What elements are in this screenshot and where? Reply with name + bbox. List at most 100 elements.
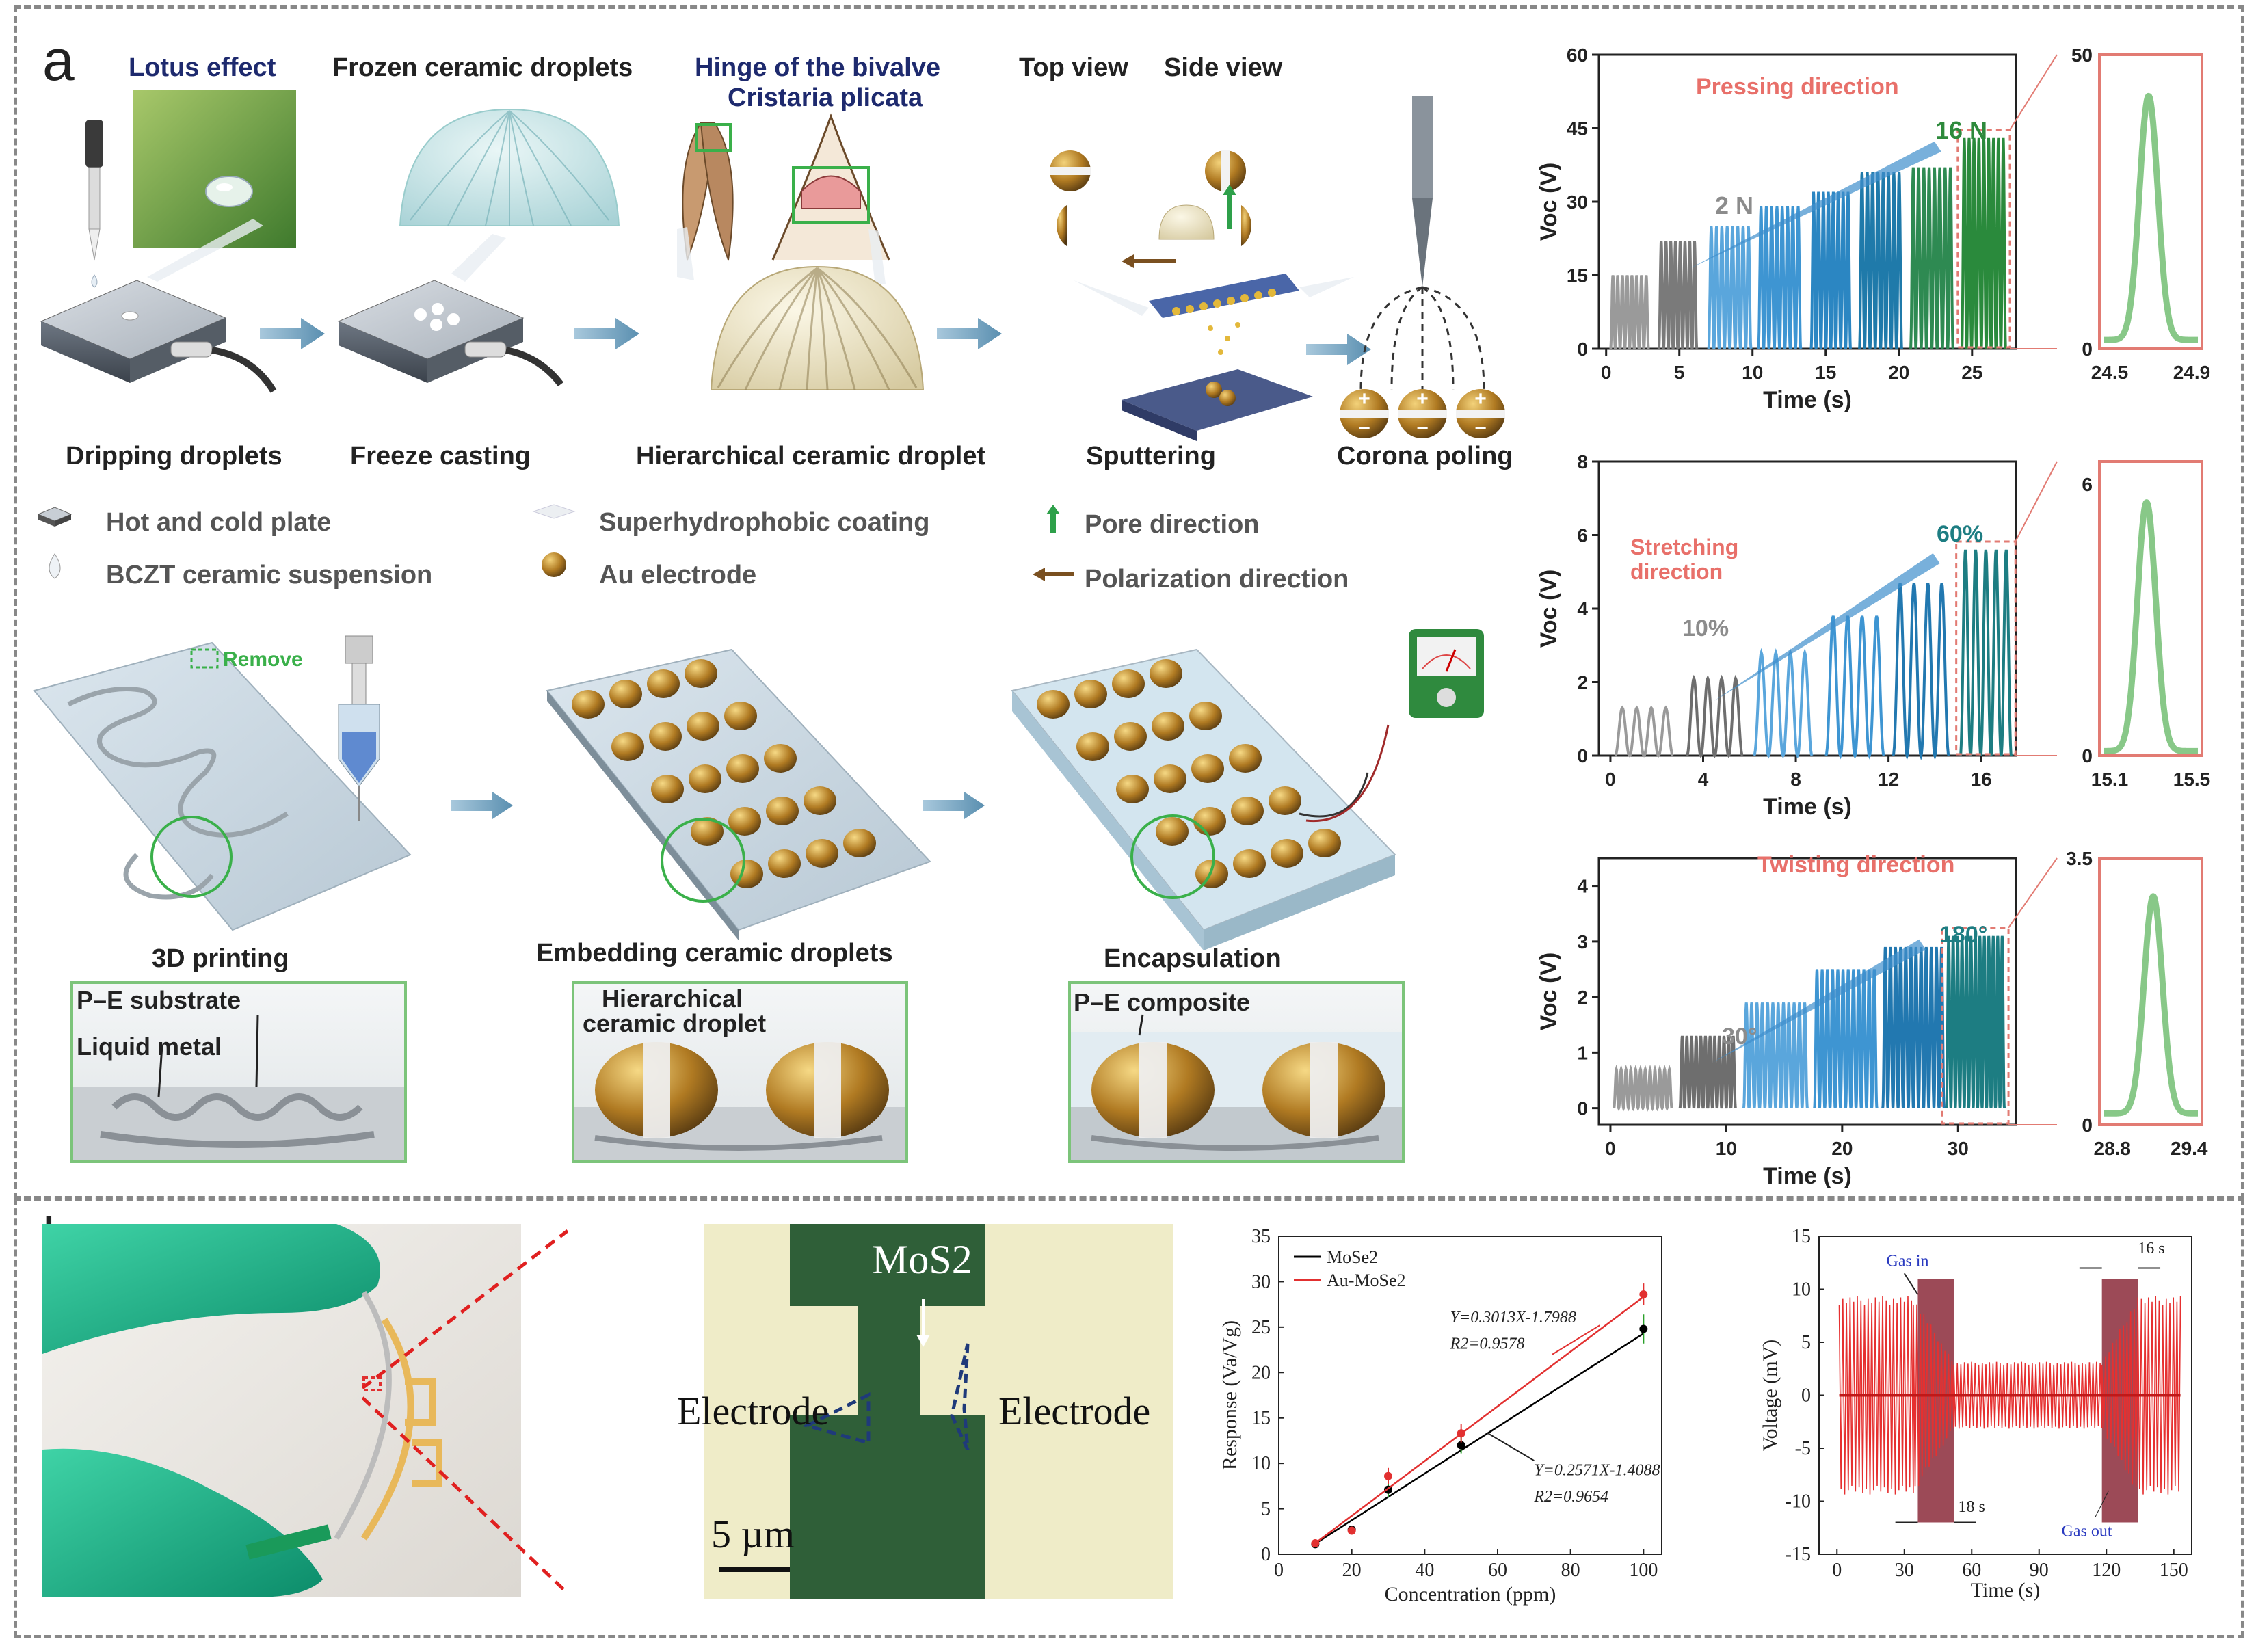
embedded-droplet: [1116, 775, 1149, 803]
x-tick-label: 100: [1629, 1560, 1658, 1581]
step-freeze-casting: Freeze casting: [350, 442, 531, 470]
pressing-start-label: 2 N: [1715, 191, 1754, 219]
embedded-droplet: [1191, 754, 1224, 783]
y-tick-label: 5: [1801, 1332, 1811, 1353]
fabrication-illustration: [33, 629, 1484, 950]
step-corona-poling: Corona poling: [1337, 442, 1513, 470]
voltage-series-4: [1824, 615, 1885, 760]
embedded-droplet: [766, 797, 799, 825]
y-tick-label: 6: [1577, 525, 1588, 546]
voltage-series-5: [1881, 946, 1946, 1108]
embedded-droplet: [806, 839, 838, 868]
zoom-x-tick-label: 15.1: [2091, 769, 2129, 790]
step-sputtering: Sputtering: [1086, 442, 1216, 470]
y-tick-label: 60: [1567, 44, 1588, 66]
data-point: [1347, 1526, 1356, 1535]
liquid-metal-label: Liquid metal: [77, 1032, 222, 1061]
voltage-series-6: [1959, 549, 2013, 756]
y-axis-label: Response (Va/Vg): [1219, 1320, 1241, 1470]
y-tick-label: 5: [1261, 1499, 1271, 1520]
x-axis-label: Time (s): [1763, 387, 1852, 413]
x-axis-label: Time (s): [1763, 794, 1852, 820]
x-tick-label: 20: [1342, 1560, 1362, 1581]
y-axis-label: Voc (V): [1536, 163, 1562, 241]
data-point: [1384, 1471, 1392, 1480]
bivalve-hinge-illustration: [682, 113, 890, 261]
flexible-sensor-photo: [42, 1224, 521, 1597]
mos2-micrograph: [704, 1224, 1173, 1599]
embedded-droplet: [649, 722, 682, 751]
hot-cold-plate-2: [337, 280, 563, 387]
voltage-series-2: [1657, 241, 1699, 349]
embedded-droplet: [764, 744, 797, 773]
y-tick-label: -5: [1795, 1438, 1811, 1459]
embedded-droplet: [1114, 722, 1147, 751]
legend-icons: [37, 504, 1074, 581]
voltage-series-3: [1707, 226, 1753, 349]
embedded-droplet: [1233, 849, 1266, 878]
embedded-droplet: [1074, 680, 1107, 708]
y-axis-label: Voc (V): [1536, 952, 1562, 1031]
step-hierarchical-droplet: Hierarchical ceramic droplet: [636, 442, 986, 470]
embedded-droplet: [728, 807, 761, 836]
embedded-droplet: [1231, 797, 1264, 825]
voltmeter-icon: [1409, 629, 1484, 718]
panel-a-letter: a: [42, 28, 75, 92]
zoom-y-tick-label: 6: [2082, 474, 2093, 495]
voltage-series-1: [1609, 275, 1650, 349]
legend-hot-cold: Hot and cold plate: [106, 508, 332, 537]
x-tick-label: 120: [2092, 1560, 2121, 1581]
poled-droplets: + + + − − −: [1340, 388, 1505, 440]
y-tick-label: 4: [1577, 876, 1588, 897]
fit-line-2: [1314, 1296, 1645, 1544]
embedded-droplet: [1037, 690, 1070, 719]
y-tick-label: 8: [1577, 451, 1588, 472]
stretching-direction-label-1: Stretching: [1630, 535, 1739, 559]
voltage-series-5: [1809, 191, 1853, 349]
zoom-x-tick-label: 15.5: [2173, 769, 2211, 790]
side-view-title: Side view: [1164, 53, 1283, 82]
stretching-end-label: 60%: [1937, 521, 1984, 547]
pipette-icon: [85, 120, 103, 288]
voltage-series-1: [1613, 1064, 1673, 1112]
zoom-x-tick-label: 28.8: [2094, 1138, 2132, 1159]
y-tick-label: 30: [1567, 191, 1588, 213]
zoom-connector-top: [2009, 54, 2058, 131]
x-tick-label: 25: [1961, 362, 1982, 383]
y-tick-label: 0: [1261, 1544, 1271, 1565]
y-tick-label: 15: [1567, 265, 1588, 287]
zoom-x-tick-label: 24.9: [2173, 362, 2211, 383]
y-tick-label: 0: [1577, 338, 1588, 360]
plot-frame: [1597, 857, 2017, 1126]
duration-16s-label: 16 s: [2138, 1240, 2164, 1257]
x-tick-label: 40: [1415, 1560, 1434, 1581]
svg-text:+: +: [1416, 388, 1429, 410]
pressing-direction-label: Pressing direction: [1696, 74, 1899, 100]
legend-superhydrophobic: Superhydrophobic coating: [599, 508, 930, 537]
panel-b-frame: [14, 1198, 2244, 1638]
twisting-end-label: 180°: [1939, 922, 1988, 948]
voltage-series-3: [1753, 648, 1814, 759]
pe-composite-label: P–E composite: [1074, 988, 1251, 1016]
y-tick-label: -15: [1786, 1544, 1811, 1565]
x-tick-label: 30: [1895, 1560, 1914, 1581]
embedded-droplet: [1271, 839, 1303, 868]
frozen-droplets-title: Frozen ceramic droplets: [332, 53, 633, 82]
x-tick-label: 0: [1832, 1560, 1842, 1581]
plot-frame: [1278, 1236, 1662, 1555]
trend-arrow: [1689, 141, 1941, 269]
fab-step-embedding: Embedding ceramic droplets: [536, 939, 893, 968]
x-tick-label: 80: [1561, 1560, 1580, 1581]
embedded-droplet: [1229, 744, 1262, 773]
embedded-droplet: [726, 754, 759, 783]
encapsulated-droplet-grid: [1037, 659, 1341, 888]
coating-icon: [532, 504, 576, 519]
fit-pointer-2: [1552, 1324, 1600, 1355]
legend-pore-direction: Pore direction: [1085, 510, 1260, 539]
droplet-views: [1050, 150, 1251, 268]
gas-band-2: [2101, 1279, 2138, 1523]
embedded-droplet: [1150, 659, 1182, 688]
